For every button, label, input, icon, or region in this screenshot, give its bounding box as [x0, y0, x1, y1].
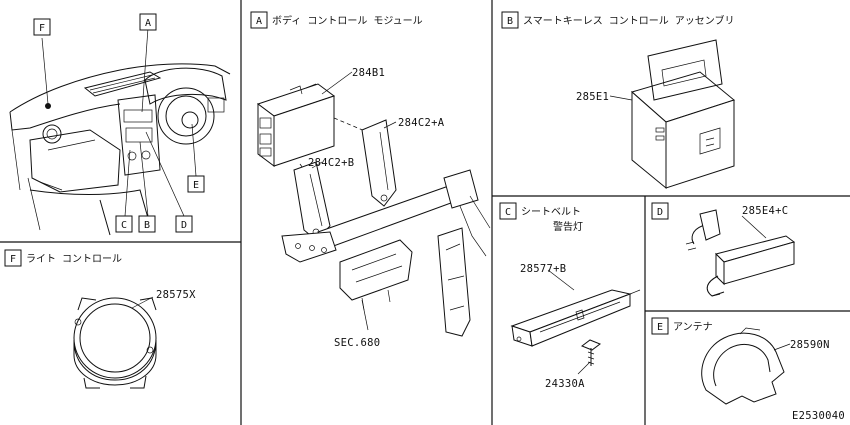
- section-D-header: D: [651, 202, 669, 220]
- section-C-title: シートベルト: [521, 206, 581, 218]
- section-A-title: ボディ コントロール モジュール: [272, 14, 423, 27]
- bracket-284C2B: [293, 161, 331, 241]
- smart-keyless-unit: [630, 39, 736, 190]
- callout-D-label: D: [181, 220, 187, 231]
- antenna-ring-28590N: [701, 327, 785, 405]
- section-D-letter: D: [657, 207, 663, 218]
- callout-F-label: F: [39, 23, 45, 34]
- section-C-header: C シートベルト 警告灯: [499, 202, 583, 233]
- section-F-title: ライト コントロール: [26, 253, 122, 265]
- screw-24330A: [580, 339, 602, 366]
- part-284B1-label: 284B1: [352, 67, 385, 79]
- callout-A: A: [139, 13, 157, 31]
- section-E-header: E アンテナ: [651, 317, 713, 335]
- callout-E-label: E: [193, 180, 199, 191]
- bracket-284C2A: [361, 119, 397, 207]
- section-E-title: アンテナ: [673, 321, 713, 333]
- part-24330A-label: 24330A: [545, 378, 585, 390]
- dashboard-overview: [9, 27, 231, 236]
- callout-C: C: [115, 215, 133, 233]
- part-285E4C-label: 285E4+C: [742, 205, 788, 217]
- sec680-label: SEC.680: [334, 337, 380, 349]
- part-28590N-label: 28590N: [790, 339, 830, 351]
- section-A-letter: A: [256, 16, 262, 27]
- body-control-module: [256, 83, 336, 167]
- section-B-header: B スマートキーレス コントロール アッセンブリ: [501, 11, 734, 29]
- callout-B-label: B: [144, 220, 150, 231]
- steering-member: [281, 169, 491, 337]
- part-285E1-label: 285E1: [576, 91, 609, 103]
- section-B-title: スマートキーレス コントロール アッセンブリ: [523, 14, 734, 27]
- part-28577B-label: 28577+B: [520, 263, 566, 275]
- figure-code: E2530040: [792, 410, 845, 422]
- section-B-letter: B: [507, 16, 513, 27]
- part-28575X-label: 28575X: [156, 289, 196, 301]
- section-A-header: A ボディ コントロール モジュール: [250, 11, 423, 29]
- callout-E: E: [187, 175, 205, 193]
- section-C-subtitle: 警告灯: [553, 220, 583, 233]
- callout-D: D: [175, 215, 193, 233]
- callout-F: F: [33, 18, 51, 36]
- section-E-letter: E: [657, 322, 663, 333]
- part-284C2A-label: 284C2+A: [398, 117, 445, 129]
- light-control-ring: [73, 296, 157, 389]
- seatbelt-warning-lamp: [510, 289, 641, 347]
- section-F-letter: F: [10, 254, 16, 265]
- callout-B: B: [138, 215, 156, 233]
- section-C-letter: C: [505, 207, 511, 218]
- section-F-header: F ライト コントロール: [4, 249, 122, 267]
- part-284C2B-label: 284C2+B: [308, 157, 354, 169]
- antenna-unit-285E4C: [685, 209, 796, 297]
- callout-C-label: C: [121, 220, 127, 231]
- callout-A-label: A: [145, 18, 151, 29]
